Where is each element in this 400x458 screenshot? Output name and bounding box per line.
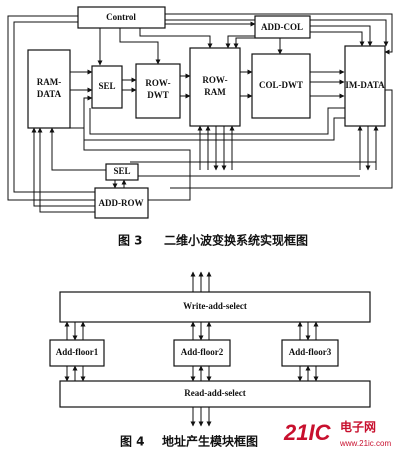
- add-floor1-block: Add-floor1: [49, 339, 105, 367]
- row-ram-label-line1: ROW-: [202, 75, 227, 85]
- wire-add-row-to-ram-data-1: [31, 127, 95, 207]
- wire-sel-bottom-to-ram-data: [49, 127, 106, 171]
- wires-floor2-bottom: [190, 365, 212, 382]
- sel-bottom-label: SEL: [113, 166, 130, 176]
- add-floor2-block: Add-floor2: [173, 339, 231, 367]
- add-row-block: ADD-ROW: [94, 187, 149, 219]
- wire-add-row-to-sel-top: [70, 127, 191, 201]
- row-dwt-block: ROW- DWT: [135, 63, 181, 119]
- row-dwt-label-line2: DWT: [147, 90, 169, 100]
- wire-im-data-to-bottom: [170, 89, 393, 189]
- watermark-logo: 21IC 电子网 www.21ic.com: [283, 419, 391, 448]
- write-add-select-label: Write-add-select: [183, 301, 247, 311]
- im-data-block: IM-DATA: [344, 45, 386, 127]
- ram-data-block: RAM- DATA: [27, 49, 71, 129]
- im-data-bus: [357, 125, 379, 171]
- ram-data-label-line1: RAM-: [37, 77, 62, 87]
- sel-top-label: SEL: [98, 81, 115, 91]
- add-row-label: ADD-ROW: [99, 198, 144, 208]
- wires-floor3-top: [297, 321, 319, 341]
- wire-im-data-loop-to-sel: [83, 95, 345, 141]
- wires-floor1-bottom: [64, 365, 86, 382]
- add-floor2-label: Add-floor2: [181, 347, 224, 357]
- read-add-select-label: Read-add-select: [184, 388, 246, 398]
- wire-control-loop-2: [13, 21, 95, 193]
- figure4-caption-text: 地址产生模块框图: [162, 434, 258, 449]
- row-ram-label-line2: RAM: [204, 87, 226, 97]
- wire-control-to-row-ram: [139, 28, 213, 49]
- add-floor3-label: Add-floor3: [289, 347, 332, 357]
- watermark-url: www.21ic.com: [339, 439, 391, 448]
- col-dwt-label: COL-DWT: [259, 80, 303, 90]
- sel-top-block: SEL: [91, 65, 123, 109]
- control-block: Control: [77, 6, 166, 29]
- wire-control-to-im-data-2: [165, 19, 389, 47]
- row-ram-bus: [197, 125, 235, 171]
- write-add-select-block: Write-add-select: [59, 291, 371, 323]
- wire-control-to-im-data-1: [165, 13, 393, 55]
- wires-floor3-bottom: [297, 365, 319, 382]
- wire-add-col-to-im-data-1: [310, 25, 373, 47]
- row-ram-block: ROW- RAM: [189, 47, 241, 127]
- wires-floor2-top: [190, 321, 212, 341]
- add-col-label: ADD-COL: [261, 22, 303, 32]
- figure4-wires: [64, 271, 319, 427]
- add-floor1-label: Add-floor1: [56, 347, 99, 357]
- im-data-label: IM-DATA: [345, 80, 385, 90]
- figure3-caption-number: 图 3: [118, 234, 143, 248]
- wire-add-col-to-im-data-2: [310, 31, 365, 47]
- row-dwt-label-line1: ROW-: [145, 78, 170, 88]
- read-add-select-block: Read-add-select: [59, 380, 371, 408]
- wire-control-to-add-row: [7, 15, 95, 201]
- add-floor3-block: Add-floor3: [281, 339, 339, 367]
- wire-add-col-to-row-ram-1: [225, 35, 260, 49]
- sel-bottom-block: SEL: [105, 163, 139, 181]
- figure4: Write-add-select Add-floor1 Add-floor2 A…: [49, 271, 371, 449]
- wire-control-to-row-dwt: [119, 28, 161, 65]
- figure3: Control ADD-COL RAM- DATA SEL ROW- DWT R…: [7, 6, 393, 248]
- col-dwt-block: COL-DWT: [251, 53, 311, 119]
- ram-data-label-line2: DATA: [37, 89, 62, 99]
- watermark-site-cn: 电子网: [340, 419, 376, 434]
- control-label: Control: [106, 12, 136, 22]
- wires-floor1-top: [64, 321, 86, 341]
- watermark-21ic: 21IC: [283, 420, 332, 445]
- wire-add-row-to-ram-data-2: [37, 127, 95, 213]
- figure3-caption-text: 二维小波变换系统实现框图: [164, 233, 308, 248]
- add-col-block: ADD-COL: [254, 15, 311, 39]
- wire-add-col-to-row-ram-2: [233, 37, 270, 49]
- figure4-caption-number: 图 4: [120, 435, 145, 449]
- wire-im-data-loop-2: [89, 107, 345, 135]
